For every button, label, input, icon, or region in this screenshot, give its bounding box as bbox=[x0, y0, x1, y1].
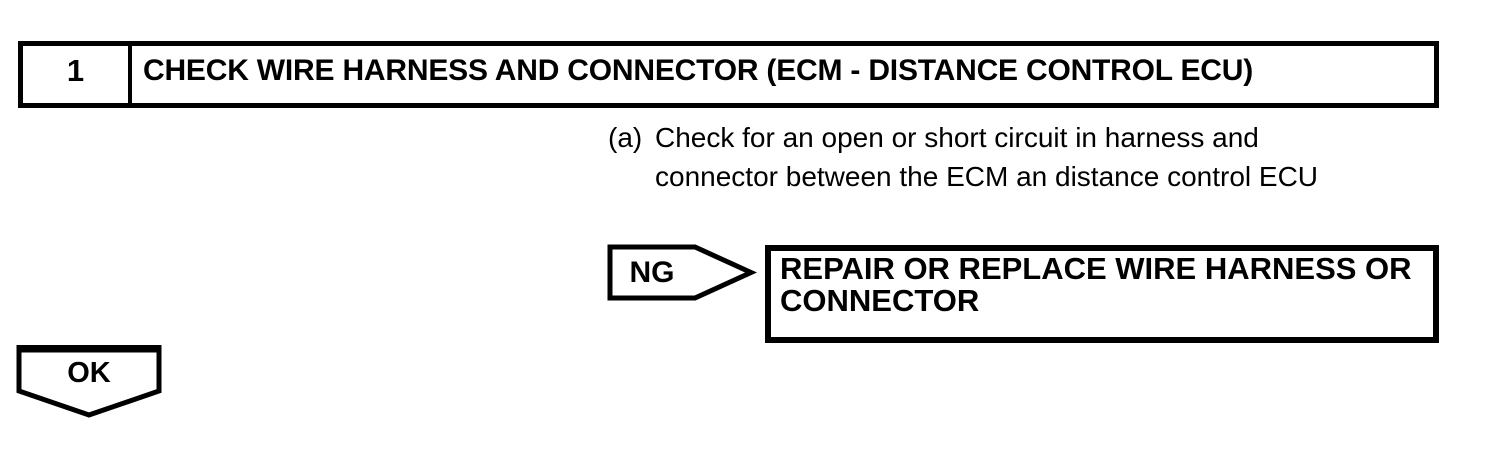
instruction-block: (a) Check for an open or short circuit i… bbox=[608, 118, 1318, 196]
step-header: 1 CHECK WIRE HARNESS AND CONNECTOR (ECM … bbox=[18, 41, 1439, 108]
step-title: CHECK WIRE HARNESS AND CONNECTOR (ECM - … bbox=[143, 54, 1254, 87]
ok-banner-arrow-icon bbox=[16, 345, 162, 418]
instruction-line-2: connector between the ECM an distance co… bbox=[655, 161, 1319, 192]
instruction-step-label: (a) bbox=[608, 122, 643, 153]
ng-action-line-1: REPAIR OR REPLACE WIRE HARNESS OR bbox=[780, 251, 1412, 286]
ok-label: OK bbox=[67, 356, 111, 389]
instruction-text: Check for an open or short circuit in ha… bbox=[655, 118, 1318, 196]
ng-action-box: REPAIR OR REPLACE WIRE HARNESS OR CONNEC… bbox=[765, 245, 1439, 343]
ng-label: NG bbox=[629, 255, 675, 289]
instruction-line-1: Check for an open or short circuit in ha… bbox=[655, 122, 1259, 153]
ng-action-line-2: CONNECTOR bbox=[780, 283, 980, 318]
ng-pentagon-arrow-icon bbox=[607, 244, 758, 301]
step-number: 1 bbox=[23, 46, 132, 103]
